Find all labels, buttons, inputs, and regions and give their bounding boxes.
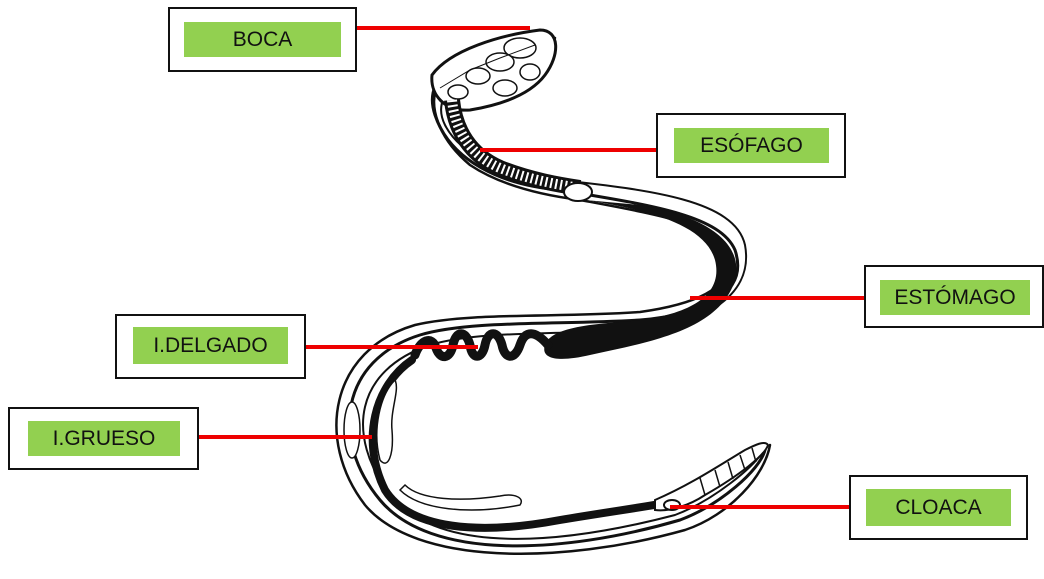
label-delgado: I.DELGADO <box>115 314 306 379</box>
label-cloaca-text: CLOACA <box>866 489 1011 526</box>
label-cloaca: CLOACA <box>849 475 1028 540</box>
label-boca-text: BOCA <box>184 22 341 57</box>
label-grueso-text: I.GRUESO <box>28 421 180 456</box>
large-intestine-tract <box>373 360 680 528</box>
label-esofago: ESÓFAGO <box>656 113 846 178</box>
snake-head <box>432 30 556 110</box>
label-grueso: I.GRUESO <box>8 407 199 470</box>
label-delgado-text: I.DELGADO <box>133 327 288 364</box>
leader-lines <box>198 28 865 507</box>
organ-blob <box>564 183 592 201</box>
esophagus-tract <box>452 100 580 188</box>
label-estomago: ESTÓMAGO <box>864 265 1044 328</box>
label-esofago-text: ESÓFAGO <box>674 128 829 163</box>
label-boca: BOCA <box>168 7 357 72</box>
label-estomago-text: ESTÓMAGO <box>880 280 1030 315</box>
